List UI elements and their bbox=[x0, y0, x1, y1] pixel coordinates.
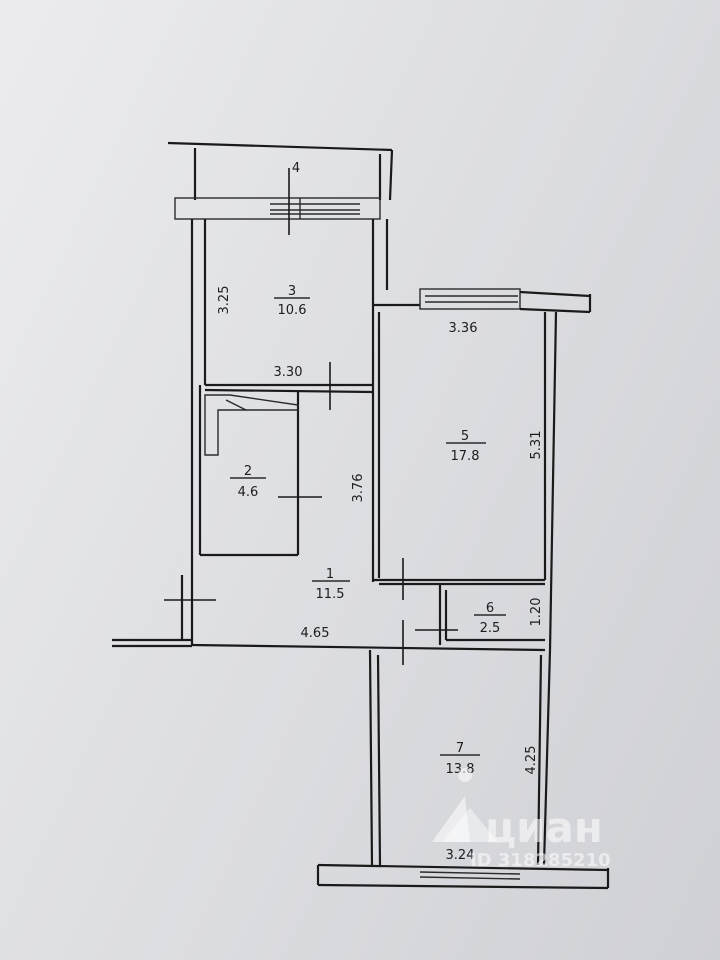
dim-room3-length: 3.25 bbox=[217, 286, 232, 315]
watermark-brand: циан bbox=[485, 803, 603, 852]
room-label-2: 2 4.6 bbox=[230, 464, 266, 500]
svg-text:1: 1 bbox=[326, 567, 334, 582]
svg-text:3: 3 bbox=[288, 284, 296, 299]
svg-text:4.6: 4.6 bbox=[238, 485, 259, 500]
svg-text:2.5: 2.5 bbox=[480, 621, 501, 636]
dim-room5-width: 3.36 bbox=[449, 321, 478, 336]
room-label-5: 5 17.8 bbox=[446, 429, 486, 464]
dim-room6-width: 1.20 bbox=[529, 598, 544, 627]
room-label-4: 4 bbox=[292, 161, 300, 176]
svg-text:2: 2 bbox=[244, 464, 252, 479]
watermark-id: ID 318285210 bbox=[470, 850, 611, 871]
svg-text:11.5: 11.5 bbox=[316, 587, 345, 602]
dim-corridor-width: 4.65 bbox=[301, 626, 330, 641]
svg-text:7: 7 bbox=[456, 741, 464, 756]
interior-walls bbox=[200, 305, 552, 866]
outer-walls bbox=[112, 219, 592, 652]
dim-corridor-length: 3.76 bbox=[351, 474, 366, 503]
dim-room7-length: 4.25 bbox=[524, 746, 539, 775]
window-room3 bbox=[174, 197, 381, 220]
svg-text:4: 4 bbox=[292, 161, 300, 176]
section-ticks bbox=[164, 168, 458, 665]
room-label-3: 3 10.6 bbox=[274, 284, 310, 318]
room-label-1: 1 11.5 bbox=[312, 567, 350, 602]
room-label-6: 6 2.5 bbox=[474, 601, 506, 636]
balcony bbox=[167, 141, 394, 201]
dim-room3-width: 3.30 bbox=[274, 365, 303, 380]
cian-logo-icon bbox=[432, 768, 498, 842]
svg-text:6: 6 bbox=[486, 601, 494, 616]
dim-room7-width: 3.24 bbox=[446, 848, 475, 863]
svg-text:5: 5 bbox=[461, 429, 469, 444]
window-room7 bbox=[316, 863, 610, 890]
watermark: циан ID 318285210 bbox=[432, 768, 611, 871]
dim-room5-length: 5.31 bbox=[529, 431, 544, 460]
svg-text:10.6: 10.6 bbox=[278, 303, 307, 318]
svg-text:17.8: 17.8 bbox=[451, 449, 480, 464]
